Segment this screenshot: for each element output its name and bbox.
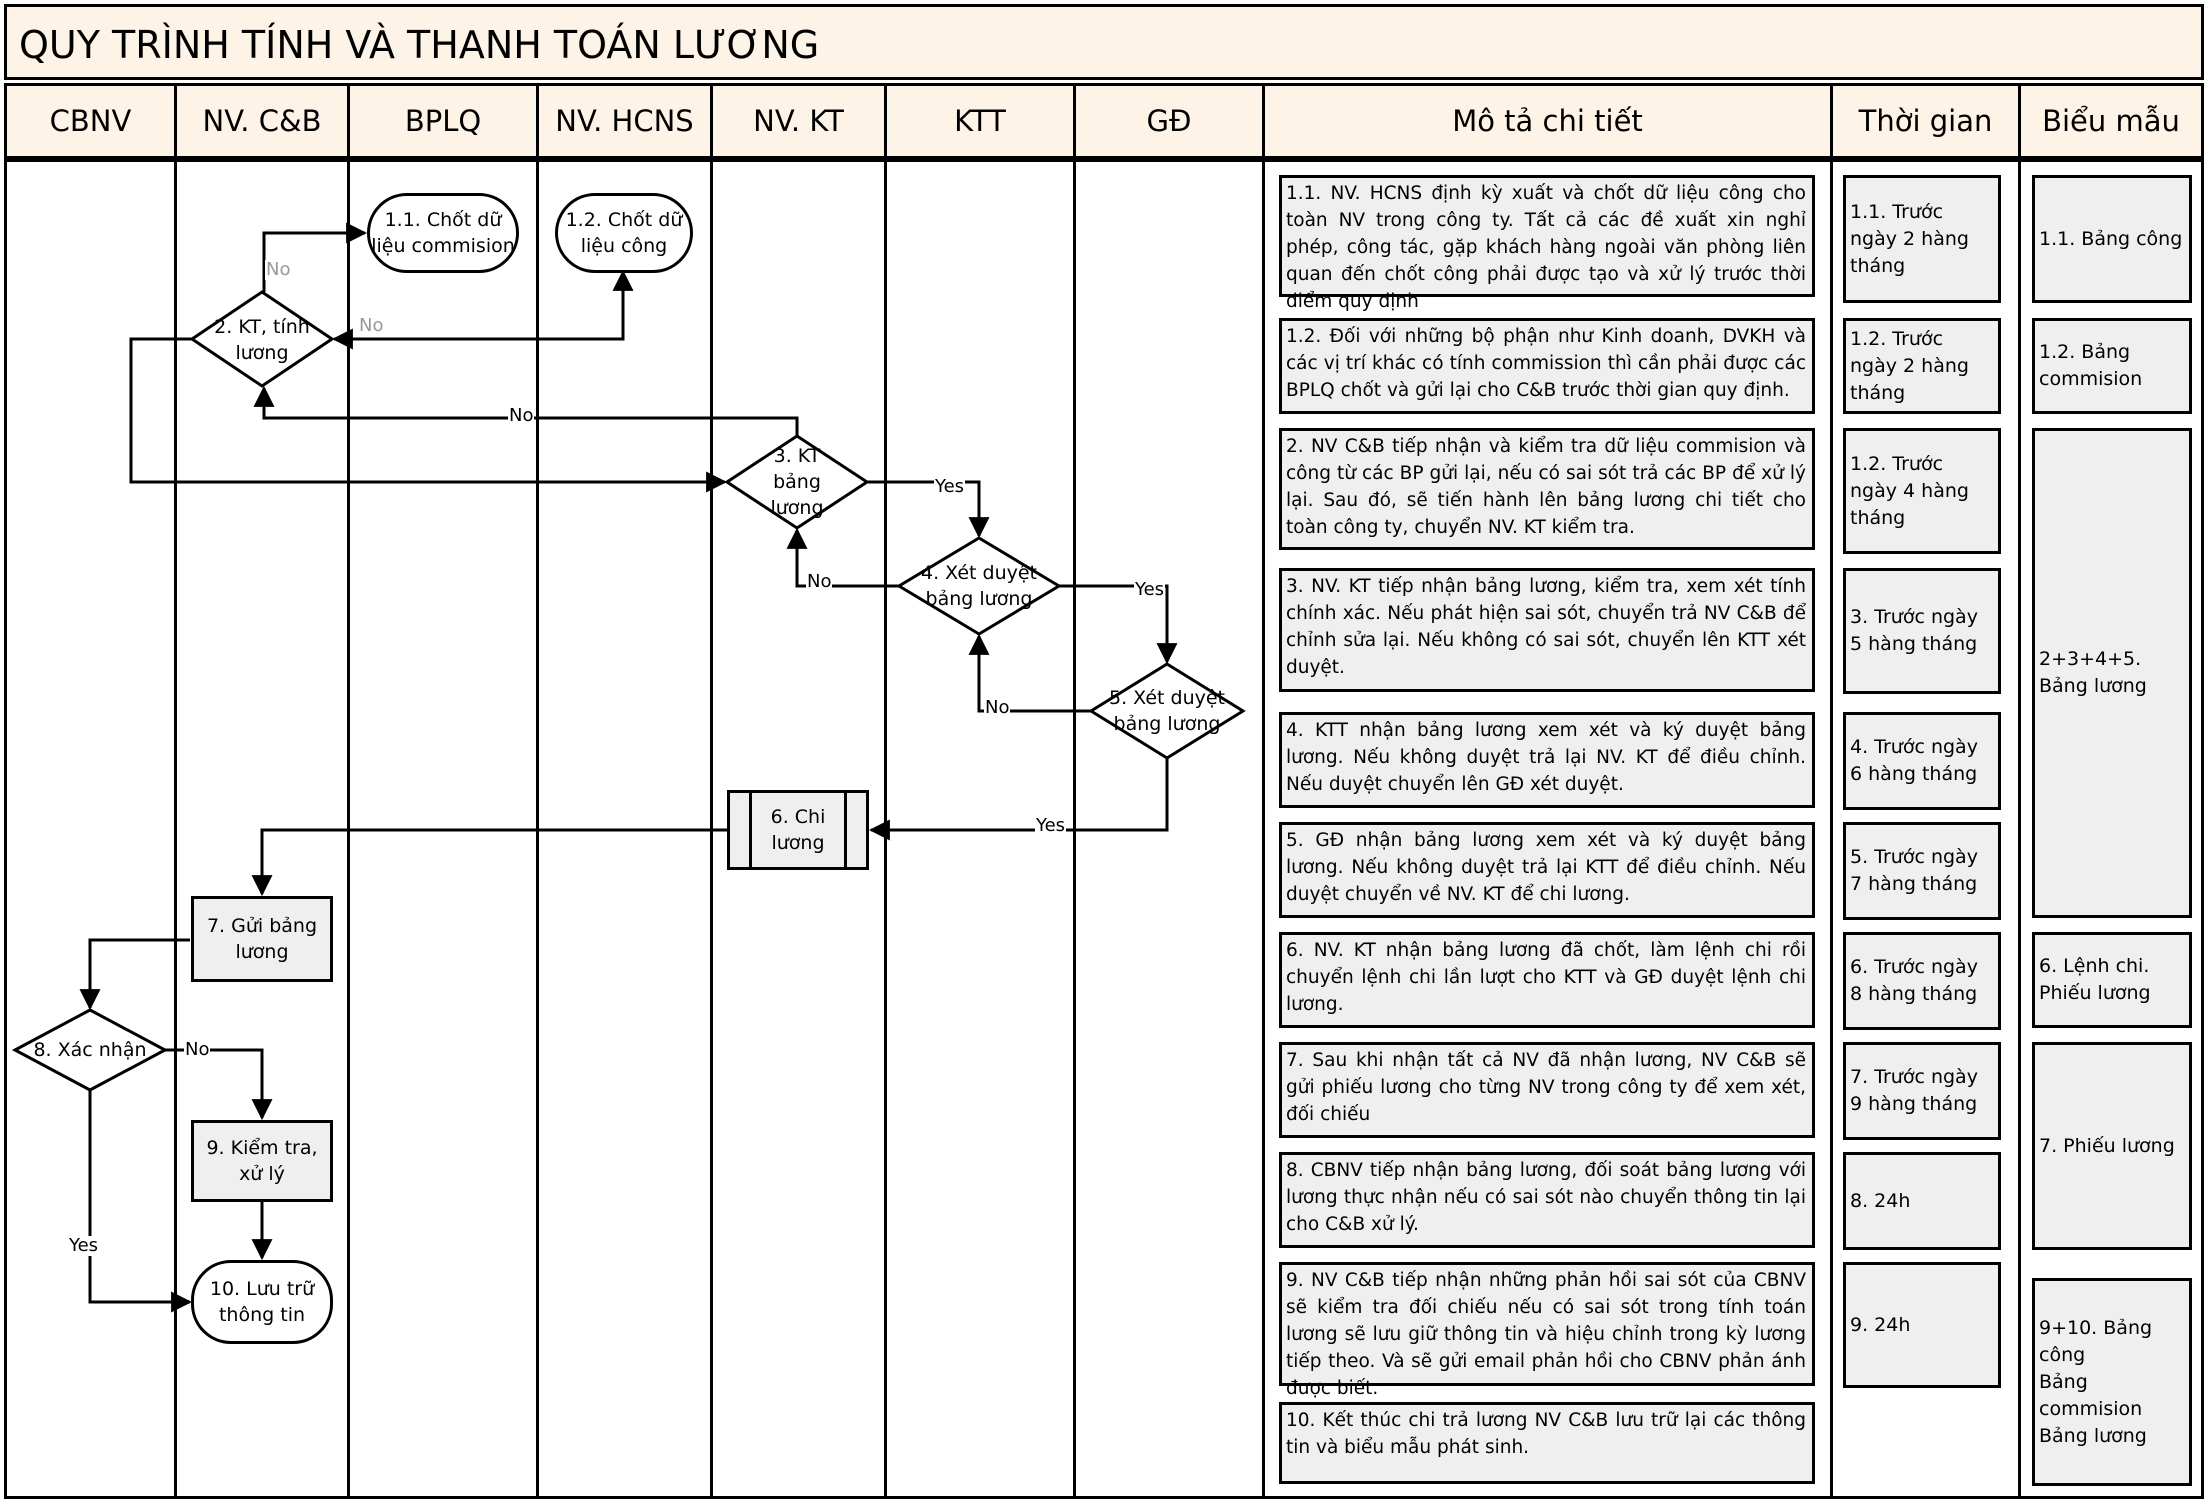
description-box: 1.2. Đối với những bộ phận như Kinh doan… (1279, 318, 1815, 414)
edge-2-to-1-1 (262, 222, 368, 292)
edge-8-to-9 (165, 1048, 273, 1121)
lane-header-forms: Biểu mẫu (2018, 83, 2204, 159)
description-box: 7. Sau khi nhận tất cả NV đã nhận lương,… (1279, 1042, 1815, 1138)
lane-header-bplq: BPLQ (347, 83, 539, 159)
edge-label-yes: Yes (934, 476, 966, 497)
edge-label-yes: Yes (68, 1235, 100, 1256)
time-box: 4. Trước ngày 6 hàng tháng (1843, 712, 2001, 810)
form-box: 9+10. Bảng công Bảng commision Bảng lươn… (2032, 1278, 2192, 1486)
time-box: 9. 24h (1843, 1262, 2001, 1388)
node-6-pay-salary[interactable]: 6. Chi lương (727, 790, 869, 870)
lane-header-ktt: KTT (884, 83, 1076, 159)
edge-label-no: No (358, 315, 385, 336)
edge-5-to-4 (968, 633, 1091, 713)
edge-3-to-4 (867, 480, 990, 539)
edge-6-to-7 (251, 828, 727, 897)
time-box: 1.2. Trước ngày 4 hàng tháng (1843, 428, 2001, 554)
description-box: 6. NV. KT nhận bảng lương đã chốt, làm l… (1279, 932, 1815, 1028)
description-box: 2. NV C&B tiếp nhận và kiểm tra dữ liệu … (1279, 428, 1815, 550)
lane-header-nv-hcns: NV. HCNS (536, 83, 713, 159)
form-box: 7. Phiếu lương (2032, 1042, 2192, 1250)
lane-header-gd: GĐ (1073, 83, 1265, 159)
time-box: 5. Trước ngày 7 hàng tháng (1843, 822, 2001, 920)
edge-8-to-10 (88, 1090, 193, 1313)
node-8-confirm[interactable]: 8. Xác nhận (33, 1039, 147, 1061)
edge-4-to-5 (1059, 584, 1178, 665)
edge-4-to-3 (786, 527, 899, 588)
time-box: 3. Trước ngày 5 hàng tháng (1843, 568, 2001, 694)
form-box: 1.2. Bảng commision (2032, 318, 2192, 414)
edge-7-to-8 (79, 938, 190, 1011)
edge-label-yes: Yes (1035, 815, 1067, 836)
description-box: 9. NV C&B tiếp nhận những phản hồi sai s… (1279, 1262, 1815, 1399)
node-9-check-handle[interactable]: 9. Kiểm tra, xử lý (191, 1120, 333, 1202)
description-box: 3. NV. KT tiếp nhận bảng lương, kiểm tra… (1279, 568, 1815, 692)
node-3-check-payroll[interactable]: 3. KT bảng lương (770, 445, 823, 519)
edge-label-no: No (508, 405, 535, 426)
description-box: 1.1. NV. HCNS định kỳ xuất và chốt dữ li… (1279, 175, 1815, 312)
lane-header-nv-cb: NV. C&B (174, 83, 350, 159)
page-title: QUY TRÌNH TÍNH VÀ THANH TOÁN LƯƠNG (4, 4, 2204, 80)
time-box: 1.1. Trước ngày 2 hàng tháng (1843, 175, 2001, 303)
node-2-check-calculate-salary[interactable]: 2. KT, tính lương (214, 316, 310, 364)
edge-label-no: No (184, 1039, 211, 1060)
lane-header-nv-kt: NV. KT (710, 83, 887, 159)
time-box: 8. 24h (1843, 1152, 2001, 1250)
form-box: 2+3+4+5. Bảng lương (2032, 428, 2192, 918)
time-box: 7. Trước ngày 9 hàng tháng (1843, 1042, 2001, 1140)
time-box: 6. Trước ngày 8 hàng tháng (1843, 932, 2001, 1030)
edge-label-no: No (984, 697, 1011, 718)
lane-header-time: Thời gian (1830, 83, 2021, 159)
node-1-1-commission-cutoff[interactable]: 1.1. Chốt dữ liệu commision (367, 193, 519, 273)
edge-label-yes: Yes (1134, 579, 1166, 600)
description-box: 8. CBNV tiếp nhận bảng lương, đối soát b… (1279, 1152, 1815, 1248)
description-box: 5. GĐ nhận bảng lương xem xét và ký duyệ… (1279, 822, 1815, 918)
edge-label-no: No (265, 259, 292, 280)
node-10-archive-info[interactable]: 10. Lưu trữ thông tin (191, 1260, 333, 1344)
edge-1-2-to-2 (331, 269, 634, 350)
description-box: 10. Kết thúc chi trả lương NV C&B lưu tr… (1279, 1402, 1815, 1484)
edge-2-to-3 (129, 337, 728, 493)
edge-5-to-6 (868, 758, 1169, 841)
description-box: 4. KTT nhận bảng lương xem xét và ký duy… (1279, 712, 1815, 808)
edge-label-no: No (806, 571, 833, 592)
time-box: 1.2. Trước ngày 2 hàng tháng (1843, 318, 2001, 414)
node-4-approve-payroll[interactable]: 4. Xét duyệt bảng lương (921, 562, 1037, 610)
node-5-approve-payroll[interactable]: 5. Xét duyệt bảng lương (1109, 687, 1225, 735)
node-6-label: 6. Chi lương (770, 806, 826, 854)
lane-header-description: Mô tả chi tiết (1262, 83, 1833, 159)
node-1-2-attendance-cutoff[interactable]: 1.2. Chốt dữ liệu công (555, 193, 693, 273)
form-box: 6. Lệnh chi. Phiếu lương (2032, 932, 2192, 1028)
form-box: 1.1. Bảng công (2032, 175, 2192, 303)
node-7-send-payslip[interactable]: 7. Gửi bảng lương (191, 896, 333, 982)
lane-header-cbnv: CBNV (4, 83, 177, 159)
